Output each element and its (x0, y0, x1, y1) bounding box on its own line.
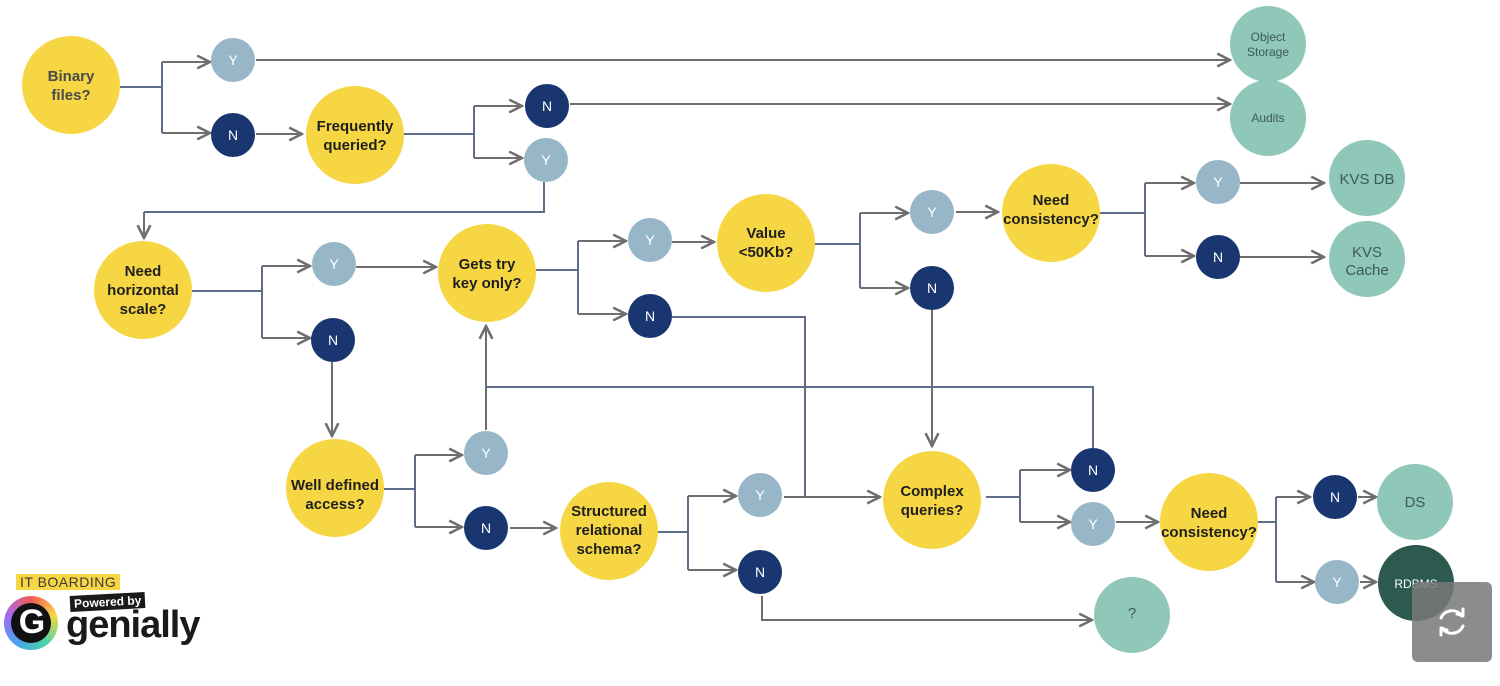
svg-text:N: N (645, 308, 655, 324)
svg-text:access?: access? (305, 496, 364, 513)
svg-text:Structured: Structured (571, 503, 647, 520)
svg-text:DS: DS (1405, 494, 1426, 511)
svg-text:schema?: schema? (576, 541, 641, 558)
answer-n-frequently-queried[interactable]: N (525, 84, 569, 128)
answer-y-binary-files[interactable]: Y (211, 38, 255, 82)
svg-text:?: ? (1128, 605, 1136, 622)
question-gets-try-key-only[interactable]: Gets try key only? (438, 224, 536, 322)
svg-text:Value: Value (746, 225, 785, 242)
svg-text:N: N (927, 280, 937, 296)
genially-logo-icon (4, 596, 58, 650)
svg-text:consistency?: consistency? (1003, 211, 1099, 228)
answer-n-value-50kb[interactable]: N (910, 266, 954, 310)
svg-text:Cache: Cache (1345, 262, 1388, 279)
answer-y-structured-schema[interactable]: Y (738, 473, 782, 517)
svg-text:Storage: Storage (1247, 45, 1289, 59)
question-need-consistency-top[interactable]: Need consistency? (1002, 164, 1100, 262)
result-kvs-db[interactable]: KVS DB (1329, 140, 1405, 216)
svg-text:relational: relational (576, 522, 643, 539)
svg-text:Complex: Complex (900, 483, 964, 500)
svg-text:Y: Y (329, 256, 339, 272)
result-ds[interactable]: DS (1377, 464, 1453, 540)
answer-n-structured-schema[interactable]: N (738, 550, 782, 594)
svg-text:N: N (228, 127, 238, 143)
svg-text:Y: Y (1088, 516, 1098, 532)
svg-text:Y: Y (481, 445, 491, 461)
svg-text:Well defined: Well defined (291, 477, 379, 494)
svg-text:scale?: scale? (120, 301, 167, 318)
answer-y-need-consistency-top[interactable]: Y (1196, 160, 1240, 204)
refresh-button[interactable] (1412, 582, 1492, 662)
connectors (120, 60, 1376, 620)
answer-y-horizontal-scale[interactable]: Y (312, 242, 356, 286)
svg-text:Y: Y (755, 487, 765, 503)
question-need-horizontal-scale[interactable]: Need horizontal scale? (94, 241, 192, 339)
svg-text:N: N (1088, 462, 1098, 478)
svg-text:files?: files? (51, 87, 90, 104)
svg-text:Y: Y (1332, 574, 1342, 590)
genially-wordmark: genially (66, 604, 200, 646)
result-audits[interactable]: Audits (1230, 80, 1306, 156)
svg-text:KVS DB: KVS DB (1339, 171, 1394, 188)
svg-text:Need: Need (125, 263, 162, 280)
answer-n-complex-queries[interactable]: N (1071, 448, 1115, 492)
question-structured-relational-schema[interactable]: Structured relational schema? (560, 482, 658, 580)
svg-text:N: N (481, 520, 491, 536)
svg-text:key only?: key only? (452, 275, 521, 292)
answer-y-frequently-queried[interactable]: Y (524, 138, 568, 182)
genially-g-glyph: G (18, 603, 46, 641)
answer-n-need-consistency-bottom[interactable]: N (1313, 475, 1357, 519)
result-object-storage[interactable]: Object Storage (1230, 6, 1306, 82)
answer-y-need-consistency-bottom[interactable]: Y (1315, 560, 1359, 604)
result-kvs-cache[interactable]: KVS Cache (1329, 221, 1405, 297)
answer-n-need-consistency-top[interactable]: N (1196, 235, 1240, 279)
svg-text:Frequently: Frequently (317, 118, 394, 135)
svg-text:N: N (1330, 489, 1340, 505)
svg-text:Need: Need (1191, 505, 1228, 522)
question-complex-queries[interactable]: Complex queries? (883, 451, 981, 549)
answer-y-value-50kb[interactable]: Y (910, 190, 954, 234)
svg-text:N: N (542, 98, 552, 114)
answer-n-horizontal-scale[interactable]: N (311, 318, 355, 362)
svg-text:queries?: queries? (901, 502, 964, 519)
svg-text:Need: Need (1033, 192, 1070, 209)
genially-branding[interactable]: IT BOARDING G Powered by genially (4, 572, 204, 656)
svg-text:N: N (328, 332, 338, 348)
svg-text:Y: Y (645, 232, 655, 248)
svg-text:Y: Y (541, 152, 551, 168)
question-need-consistency-bottom[interactable]: Need consistency? (1160, 473, 1258, 571)
svg-text:Object: Object (1251, 30, 1286, 44)
svg-text:<50Kb?: <50Kb? (739, 244, 794, 261)
answer-y-well-defined-access[interactable]: Y (464, 431, 508, 475)
answer-n-well-defined-access[interactable]: N (464, 506, 508, 550)
svg-text:Y: Y (1213, 174, 1223, 190)
question-binary-files[interactable]: Binary files? (22, 36, 120, 134)
answer-y-complex-queries[interactable]: Y (1071, 502, 1115, 546)
svg-text:Y: Y (228, 52, 238, 68)
svg-text:KVS: KVS (1352, 244, 1382, 261)
refresh-icon (1439, 607, 1465, 637)
question-well-defined-access[interactable]: Well defined access? (286, 439, 384, 537)
svg-text:Gets try: Gets try (459, 256, 516, 273)
answer-n-gets-key-only[interactable]: N (628, 294, 672, 338)
svg-text:Audits: Audits (1251, 111, 1284, 125)
svg-text:consistency?: consistency? (1161, 524, 1257, 541)
svg-text:Y: Y (927, 204, 937, 220)
answer-n-binary-files[interactable]: N (211, 113, 255, 157)
answer-y-gets-key-only[interactable]: Y (628, 218, 672, 262)
svg-text:Binary: Binary (48, 68, 95, 85)
svg-text:queried?: queried? (323, 137, 386, 154)
svg-text:N: N (755, 564, 765, 580)
it-boarding-tag: IT BOARDING (16, 574, 121, 590)
svg-text:horizontal: horizontal (107, 282, 179, 299)
svg-text:N: N (1213, 249, 1223, 265)
question-frequently-queried[interactable]: Frequently queried? (306, 86, 404, 184)
result-unknown[interactable]: ? (1094, 577, 1170, 653)
question-value-50kb[interactable]: Value <50Kb? (717, 194, 815, 292)
